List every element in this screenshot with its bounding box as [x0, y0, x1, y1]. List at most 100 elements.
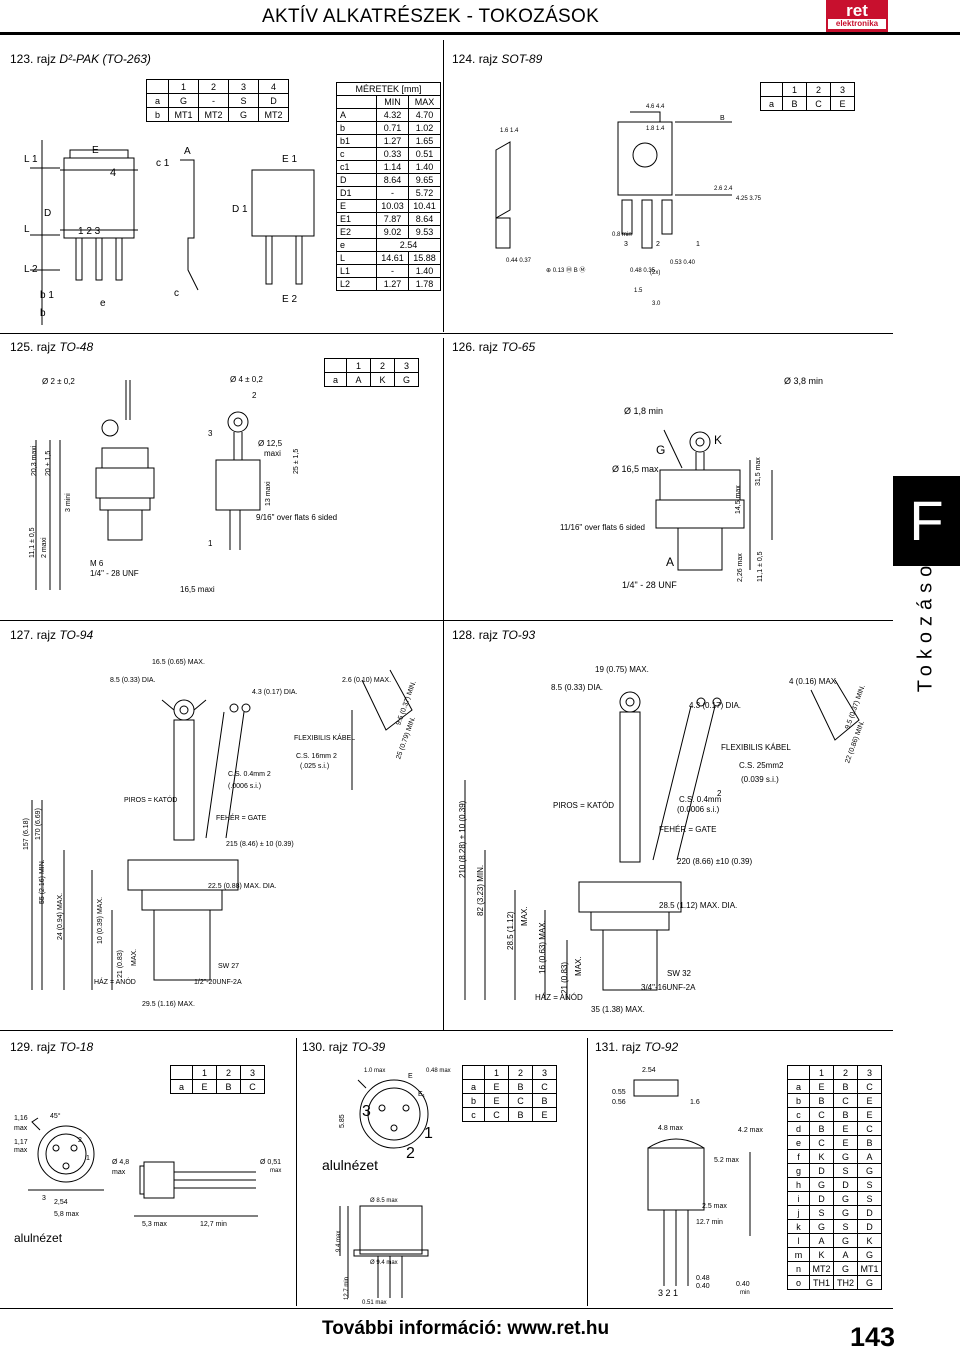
dim-label: 2	[717, 789, 722, 798]
dim-label: 8.5 (0.33) DIA.	[110, 677, 156, 684]
dim-label: 2,26 max	[737, 553, 744, 582]
header-rule	[0, 32, 960, 35]
dimension-cell: e	[336, 238, 377, 252]
dimension-cell: c1	[336, 160, 377, 174]
dimension-cell: 5.72	[408, 186, 441, 200]
dim-label: 2.6 (0.10) MAX.	[342, 677, 391, 684]
dim-label: 2.54	[642, 1067, 656, 1074]
dim-col-max: MAX	[408, 95, 441, 109]
pin-table-cell: A	[809, 1233, 834, 1248]
divider	[0, 333, 893, 334]
dim-label: Ø 2 ± 0,2	[42, 377, 75, 386]
dim-label: c	[174, 288, 179, 299]
dim-label: E	[408, 1073, 413, 1080]
dim-label: 82 (3.23) MIN.	[476, 865, 485, 916]
pin-number: 1	[86, 1155, 90, 1162]
dim-label: (.025 s.i.)	[300, 763, 329, 770]
dim-label: L	[24, 224, 30, 235]
pin-number: 3	[42, 1195, 46, 1202]
dim-label: 220 (8.66) ±10 (0.39)	[677, 857, 752, 866]
dim-label: max	[112, 1169, 126, 1176]
section-tab-word: Tokozások	[914, 543, 937, 693]
dimension-cell: 9.02	[376, 225, 409, 239]
dim-label: 0.48 max	[426, 1068, 451, 1074]
pin-table-cell: k	[787, 1219, 810, 1234]
dim-label: 1,16	[14, 1115, 28, 1122]
pin-table-cell: G	[833, 1149, 858, 1164]
dim-label: 22.5 (0.88) MAX. DIA.	[208, 883, 277, 890]
dim-label: 28.5 (1.12) MAX. DIA.	[659, 901, 737, 910]
dim-label: 0.40	[736, 1281, 750, 1288]
dim-label: SW 27	[218, 963, 239, 970]
dimension-cell: c	[336, 147, 377, 161]
dim-label: e	[100, 298, 106, 309]
dim-label: 29.5 (1.16) MAX.	[142, 1001, 195, 1008]
pin-table-cell: C	[833, 1093, 858, 1108]
pin-table-cell: S	[857, 1191, 882, 1206]
pin-table-cell: K	[809, 1247, 834, 1262]
pin-table-cell: D	[857, 1205, 882, 1220]
dim-label: 45°	[50, 1112, 61, 1120]
pin-table-cell: E	[857, 1093, 882, 1108]
dim-label: max	[270, 1168, 281, 1174]
pin-table-cell: G	[809, 1219, 834, 1234]
pin-table-cell: MT2	[809, 1261, 834, 1276]
dimension-cell: 1.65	[408, 134, 441, 148]
dim-label: 16.5 (0.65) MAX.	[152, 659, 205, 666]
d2pak-drawing: L 1 L L 2 D E 4 1 2 3 b 1 b e c 1 A c D …	[24, 140, 315, 325]
pin-table-cell: B	[833, 1107, 858, 1122]
pin-number: 3	[208, 429, 213, 438]
dim-label: 31,5 max	[755, 457, 762, 486]
dim-label: 5,8 max	[54, 1211, 79, 1218]
to65-drawing: Ø 3,8 min Ø 1,8 min G K Ø 16,5 max 31,5 …	[560, 376, 823, 590]
pin-table-cell: MT1	[857, 1261, 882, 1276]
pin-table-cell: i	[787, 1191, 810, 1206]
pin-table-cell: B	[857, 1135, 882, 1150]
dimension-cell: 0.71	[376, 121, 409, 135]
pin-number: 3	[362, 1103, 371, 1120]
pin-number: 3	[624, 241, 628, 248]
dim-label: 4.3 (0.17) DIA.	[252, 689, 298, 696]
pin-table-cell: m	[787, 1247, 810, 1262]
divider	[443, 625, 444, 1030]
dim-label: 215 (8.46) ± 10 (0.39)	[226, 841, 294, 848]
dimension-cell: 8.64	[408, 212, 441, 226]
dimension-cell: 4.32	[376, 108, 409, 122]
dim-label: b	[40, 308, 46, 319]
page-header-title: AKTÍV ALKATRÉSZEK - TOKOZÁSOK	[262, 6, 600, 27]
pin-numbers: 1 2 3	[78, 226, 101, 237]
dim-label: 24 (0.94) MAX.	[57, 893, 64, 940]
to92-drawing: 2.54 0.55 0.56 1.6 4.8 max 5.2 max 4.2 m…	[612, 1067, 763, 1298]
dimension-cell: 1.14	[376, 160, 409, 174]
dim-label: 5.85	[339, 1114, 346, 1128]
dimension-cell: 0.33	[376, 147, 409, 161]
dimension-cell: 9.65	[408, 173, 441, 187]
dim-label: (2x)	[650, 270, 660, 276]
dimension-cell: 0.51	[408, 147, 441, 161]
dim-label: 25 ± 1,5	[293, 449, 300, 474]
dim-label: 14,5 max	[735, 485, 742, 514]
dim-label: 4.8 max	[658, 1125, 683, 1132]
pin-table-cell: f	[787, 1149, 810, 1164]
pin-table-cell: G	[833, 1233, 858, 1248]
pin-table-cell: S	[809, 1205, 834, 1220]
pin-table-cell: o	[787, 1275, 810, 1290]
dim-label: Ø 8.5 max	[370, 1198, 398, 1204]
dimension-row: L1-1.40	[336, 264, 441, 278]
dim-label: 12.7 min	[696, 1219, 723, 1226]
dim-label: max	[14, 1147, 28, 1154]
dimensions-title: MÉRETEK [mm]	[336, 82, 441, 96]
dim-label: B	[720, 115, 725, 122]
